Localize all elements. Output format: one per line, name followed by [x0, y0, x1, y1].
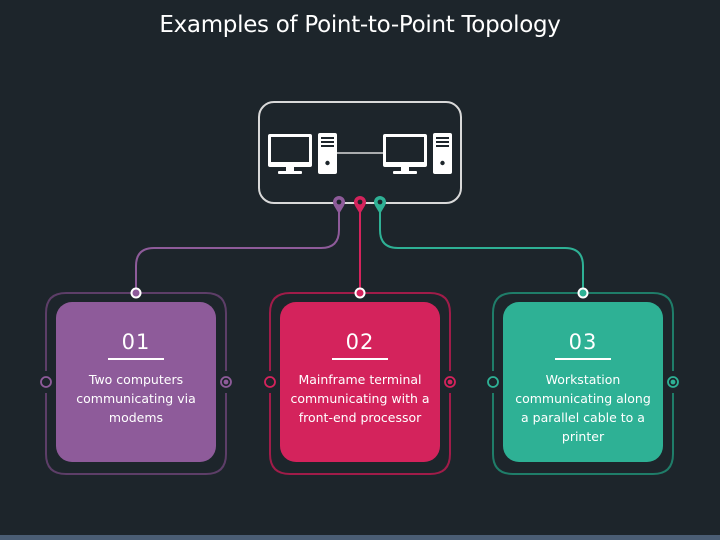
computer-monitor-icon: [268, 134, 312, 174]
computer-left: [268, 133, 337, 174]
card-1: 01 Two computers communicating via modem…: [56, 302, 216, 462]
card-frame-2: [264, 287, 456, 475]
connector-line-1: [135, 210, 340, 293]
card-3: 03 Workstation communicating along a par…: [503, 302, 663, 462]
card-underline: [108, 358, 164, 360]
card-text: Workstation communicating along a parall…: [515, 372, 651, 444]
computer-right: [383, 133, 452, 174]
card-number: 02: [345, 330, 375, 354]
card-frame-3: [487, 287, 679, 475]
card-underline: [555, 358, 611, 360]
card-number: 03: [568, 330, 598, 354]
computer-tower-icon: [318, 133, 337, 174]
card-text: Mainframe terminal communicating with a …: [290, 372, 430, 425]
card-2: 02 Mainframe terminal communicating with…: [280, 302, 440, 462]
computer-tower-icon: [433, 133, 452, 174]
bottom-bar: [0, 535, 720, 540]
map-pin-icon: [354, 196, 366, 214]
card-text: Two computers communicating via modems: [76, 372, 196, 425]
card-frame-1: [40, 287, 232, 475]
computer-monitor-icon: [383, 134, 427, 174]
card-underline: [332, 358, 388, 360]
card-number: 01: [121, 330, 151, 354]
connector-line-3: [379, 210, 584, 293]
map-pin-icon: [374, 196, 386, 214]
map-pin-icon: [333, 196, 345, 214]
slide-title: Examples of Point-to-Point Topology: [159, 12, 561, 38]
